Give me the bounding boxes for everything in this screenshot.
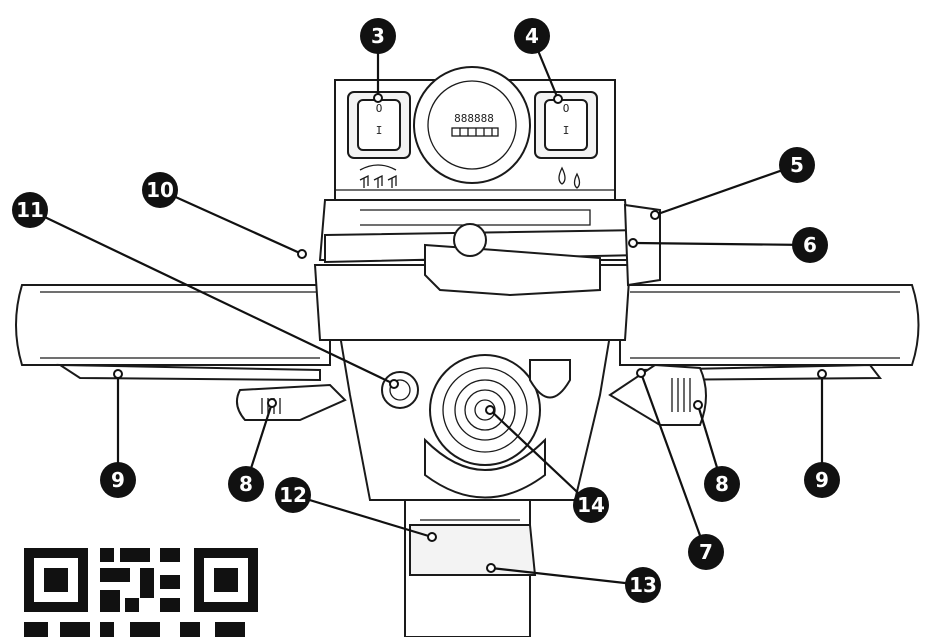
right-rocker-switch: O I: [534, 91, 598, 159]
callout-12: 12: [275, 477, 437, 542]
left-grip: [15, 284, 331, 366]
left-under-lever: [56, 363, 321, 382]
callout-8-left-label: 8: [239, 472, 253, 496]
control-panel: O I O I 888888: [334, 66, 616, 201]
callout-14: 14: [485, 405, 609, 523]
callout-7: 7: [636, 368, 724, 570]
pedals: [235, 363, 707, 426]
throttle-lever: [424, 243, 601, 297]
callout-6: 6: [628, 227, 828, 263]
callout-5: 5: [650, 147, 815, 220]
right-grip: [619, 284, 920, 366]
callout-13: 13: [486, 563, 661, 603]
qr-code-icon: [18, 520, 263, 637]
round-display: 888888: [413, 66, 531, 184]
callout-14-label: 14: [577, 493, 605, 517]
callout-8-left: 8: [228, 398, 277, 502]
callout-3: 3: [360, 18, 396, 103]
left-switch-on-symbol: I: [376, 124, 383, 137]
callout-12-label: 12: [279, 483, 307, 507]
callout-8-right: 8: [693, 400, 740, 502]
callout-9-left: 9: [100, 369, 136, 498]
callout-9-right: 9: [804, 369, 840, 498]
left-rocker-switch: O I: [347, 91, 411, 159]
right-switch-on-symbol: I: [563, 124, 570, 137]
cross-lever: [324, 203, 661, 297]
right-switch-off-symbol: O: [563, 102, 570, 115]
brush-icon: [359, 164, 397, 188]
display-digits: 888888: [454, 112, 494, 125]
left-pedal: [235, 383, 347, 421]
callout-4: 4: [514, 18, 563, 104]
callout-5-label: 5: [790, 153, 804, 177]
callouts: 3 4 5 6 7: [12, 18, 840, 603]
callout-11-label: 11: [16, 198, 44, 222]
callout-13-label: 13: [629, 573, 657, 597]
right-pedal: [608, 363, 707, 426]
left-switch-off-symbol: O: [376, 102, 383, 115]
callout-4-label: 4: [525, 24, 539, 48]
water-drop-icon: [558, 166, 581, 189]
callout-7-label: 7: [699, 540, 713, 564]
callout-10: 10: [142, 172, 307, 259]
callout-3-label: 3: [371, 24, 385, 48]
callout-9-right-label: 9: [815, 468, 829, 492]
callout-9-left-label: 9: [111, 468, 125, 492]
column-collar: [409, 524, 537, 576]
callout-6-label: 6: [803, 233, 817, 257]
callout-11: 11: [12, 192, 399, 389]
callout-10-label: 10: [146, 178, 174, 202]
right-side-tab: [623, 203, 661, 287]
callout-8-right-label: 8: [715, 472, 729, 496]
